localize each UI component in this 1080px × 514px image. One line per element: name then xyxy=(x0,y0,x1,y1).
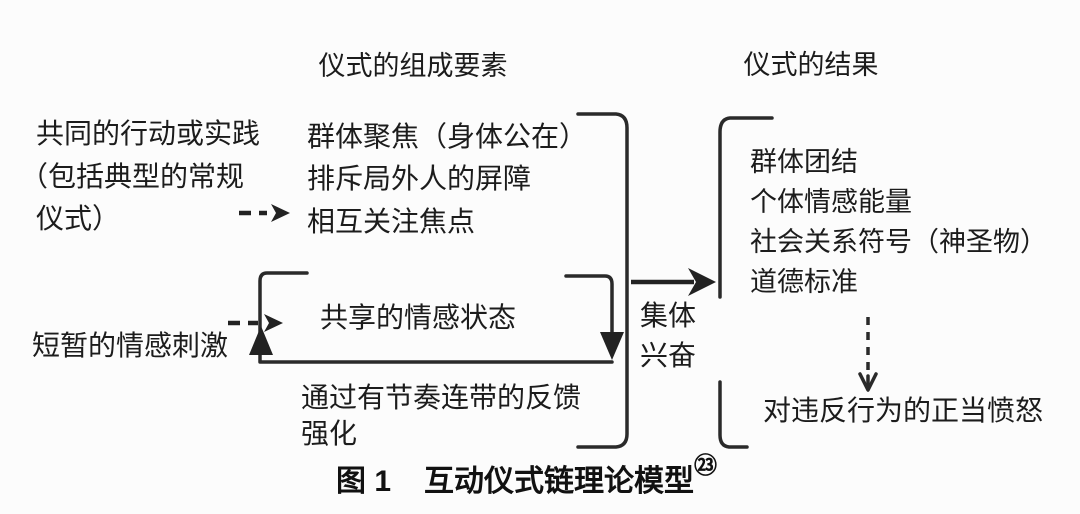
loop-up-arrowhead-icon xyxy=(249,326,273,355)
component-item-mutual-focus: 相互关注焦点 xyxy=(307,205,475,238)
result-item-moral-standard: 道德标准 xyxy=(750,267,858,298)
component-list: 群体聚焦（身体公在） 排斥局外人的屏障 相互关注焦点 xyxy=(307,120,587,238)
action-dashed-arrow-icon xyxy=(239,204,290,222)
caption-label: 图 1 xyxy=(336,465,391,498)
component-item-group-focus: 群体聚焦（身体公在） xyxy=(307,120,587,153)
feedback-text-line2: 强化 xyxy=(301,417,357,450)
collective-label-line2: 兴奋 xyxy=(640,339,696,372)
common-action-line1: 共同的行动或实践 xyxy=(36,117,260,150)
component-item-barrier: 排斥局外人的屏障 xyxy=(307,162,531,195)
collective-label-line1: 集体 xyxy=(640,299,696,332)
caption-title: 互动仪式链理论模型 xyxy=(424,464,694,498)
result-item-symbols: 社会关系符号（神圣物） xyxy=(750,227,1047,258)
results-list: 群体团结 个体情感能量 社会关系符号（神圣物） 道德标准 xyxy=(750,147,1047,298)
feedback-loop xyxy=(249,271,624,364)
loop-down-arrowhead-icon xyxy=(600,332,624,360)
caption-superscript: ㉓ xyxy=(694,452,717,478)
result-item-solidarity: 群体团结 xyxy=(750,147,858,178)
result-item-righteous-anger: 对违反行为的正当愤怒 xyxy=(763,394,1043,427)
result-item-emotional-energy: 个体情感能量 xyxy=(750,187,912,218)
common-action-line2: （包括典型的常规 xyxy=(20,160,244,193)
stimulus-dashed-arrow-icon xyxy=(228,314,283,332)
header-ritual-components: 仪式的组成要素 xyxy=(319,51,508,82)
input-common-action: 共同的行动或实践 （包括典型的常规 仪式） xyxy=(20,117,260,235)
common-action-line3: 仪式） xyxy=(36,202,120,235)
moral-dashed-arrow-icon xyxy=(858,317,878,392)
component-shared-emotion: 共享的情感状态 xyxy=(320,301,516,334)
components-bracket xyxy=(576,112,629,449)
collective-arrow-icon xyxy=(631,268,716,296)
feedback-text-line1: 通过有节奏连带的反馈 xyxy=(301,381,581,414)
results-bracket xyxy=(718,116,774,449)
figure-caption: 图 1 互动仪式链理论模型 ㉓ xyxy=(336,452,717,498)
header-ritual-results: 仪式的结果 xyxy=(744,50,879,81)
input-emotional-stimulus: 短暂的情感刺激 xyxy=(32,329,228,362)
